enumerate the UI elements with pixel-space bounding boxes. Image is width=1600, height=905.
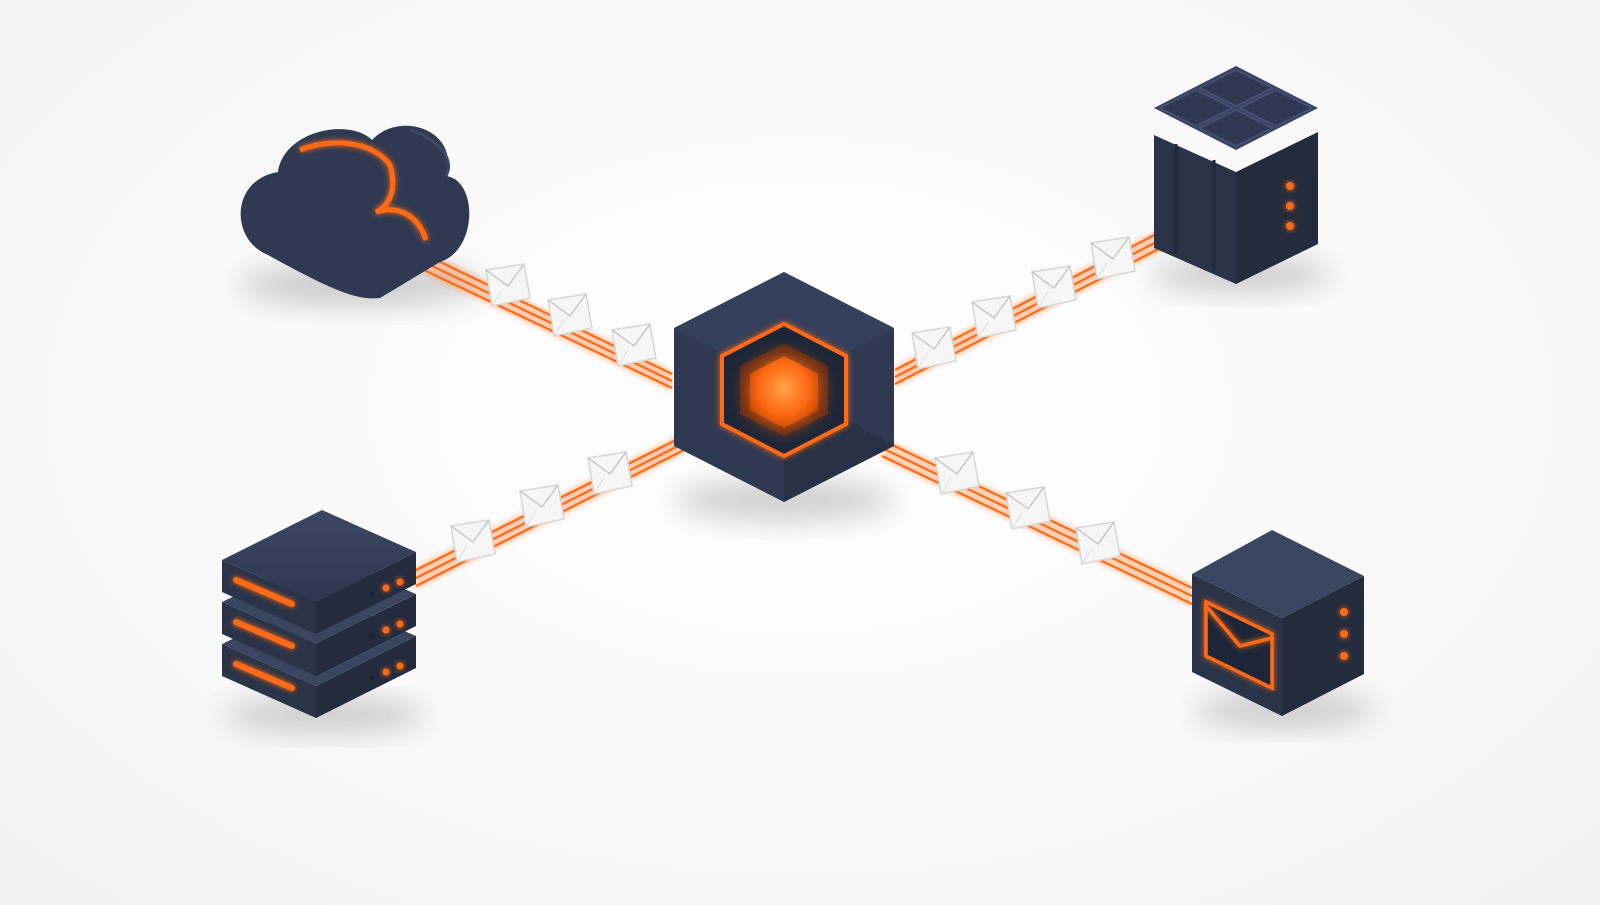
envelopes-cloud-hub	[485, 263, 657, 367]
envelope-icon	[547, 293, 593, 337]
glowing-hexagon-core-icon	[750, 356, 818, 428]
container-grid-icon	[1154, 66, 1318, 284]
cloud-icon	[240, 125, 470, 299]
envelope-icon	[934, 451, 980, 495]
envelope-icon	[611, 323, 657, 367]
envelope-icon	[1031, 265, 1077, 309]
envelopes-hub-mail-server	[934, 451, 1121, 565]
envelopes-server-stack-hub	[450, 451, 633, 563]
envelope-icon	[485, 263, 531, 307]
envelope-icon	[1005, 486, 1051, 530]
envelope-icon	[450, 519, 496, 563]
envelope-icon	[1075, 521, 1121, 565]
central-hub	[674, 272, 894, 502]
envelope-glow-icon	[1204, 604, 1273, 648]
envelope-icon	[587, 451, 633, 495]
envelope-icon	[911, 326, 957, 370]
server-stack-icon	[222, 510, 416, 718]
envelope-icon	[1090, 236, 1136, 280]
mail-server-icon	[1192, 530, 1364, 716]
envelope-icon	[519, 484, 565, 528]
envelope-icon	[971, 295, 1017, 339]
